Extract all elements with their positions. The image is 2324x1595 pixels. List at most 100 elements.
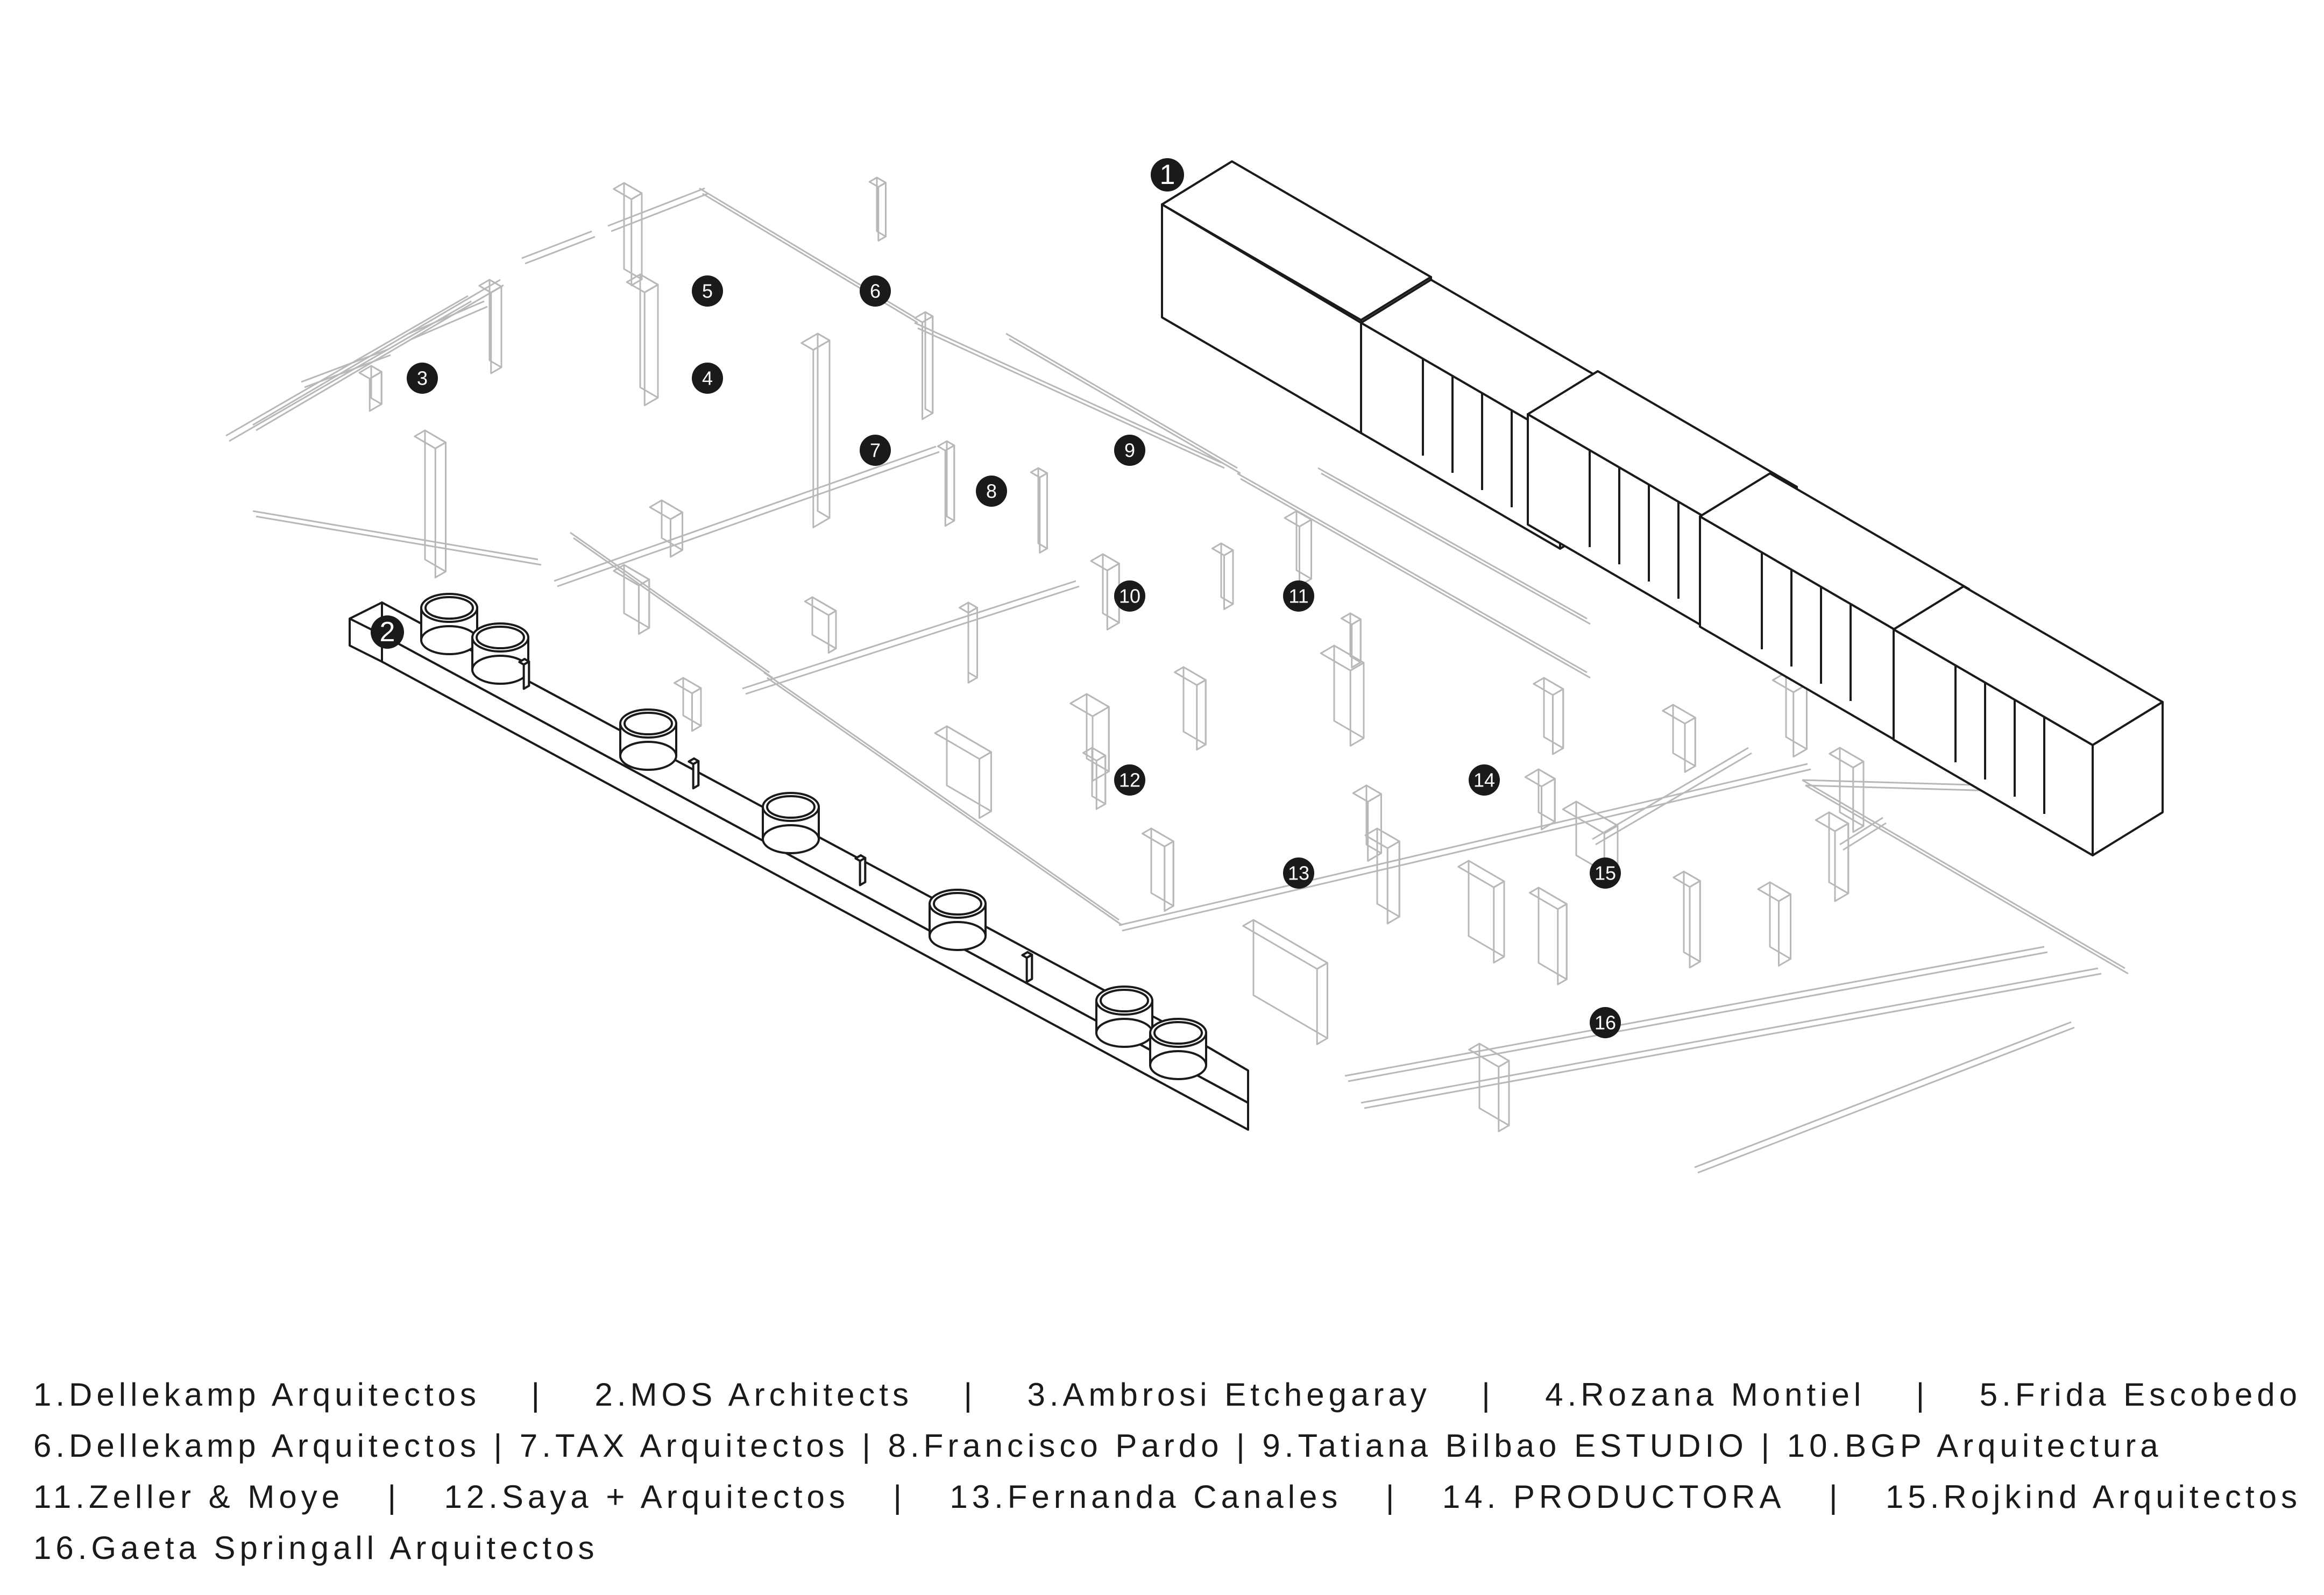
context-wall [1802,779,1991,786]
marker-14: 14 [1469,764,1500,796]
legend: 1.Dellekamp Arquitectos | 2.MOS Architec… [33,1369,2301,1573]
wall-face [1769,881,1791,960]
marker-dot [1590,1007,1621,1038]
context-wall [554,445,937,582]
wall-face [1025,953,1033,983]
context-wall [1317,467,1588,620]
cylinder-rim [476,626,525,649]
wall-face [522,660,530,690]
box-module [518,658,530,690]
context-building [1533,677,1564,755]
marker-dot [1283,857,1314,889]
legend-entry-15: 15.Rojkind Arquitectos [1885,1479,2301,1515]
wall-face [859,856,867,887]
legend-separator: | [387,1479,401,1515]
marker-7: 7 [860,435,891,466]
wall-face [1039,472,1048,554]
roof-face [1457,860,1505,889]
wall-face [623,564,650,629]
marker-label: 12 [1119,769,1140,791]
wall-face [1493,880,1505,964]
context-wall [1805,784,2129,975]
roof-face [914,311,934,323]
legend-entry-3: 3.Ambrosi Etchegaray [1027,1377,1431,1413]
marker-dot [1114,580,1145,612]
marker-4: 4 [692,363,723,394]
context-building [1673,870,1701,969]
roof-face [1082,747,1107,762]
marker-label: 6 [870,280,881,302]
wall-face [490,286,502,374]
context-wall [1321,472,1591,625]
legend-entry-11: 11.Zeller & Moye [33,1479,344,1515]
context-wall [225,295,469,437]
legend-separator: | [1916,1377,1929,1413]
context-building [1529,887,1568,986]
marker-dot [692,275,723,307]
context-building [1211,542,1234,610]
context-wall [252,510,539,561]
context-building [1341,612,1362,669]
marker-12: 12 [1114,764,1145,796]
context-wall [917,327,1225,469]
context-building [478,279,502,374]
roof-face [1533,677,1564,696]
marker-dot [1590,857,1621,889]
roof-face [1829,747,1865,769]
legend-entry-13: 13.Fernanda Canales [950,1479,1342,1515]
context-wall [570,531,770,674]
roof-face [868,176,887,188]
context-building [1524,768,1556,831]
legend-entry-5: 5.Frida Escobedo [1979,1377,2301,1413]
context-wall [1805,784,1994,792]
roof-face [1341,612,1362,626]
roof-face [1242,919,1328,970]
context-building [800,332,831,528]
roof-face [414,429,447,450]
context-building [1364,827,1400,925]
context-building [1142,827,1174,912]
legend-separator: | [893,1479,906,1515]
wall-face [1689,880,1701,969]
roof-face [1069,693,1110,718]
cylinder-base [471,655,529,685]
wall-face [639,273,659,399]
context-wall [256,284,504,431]
cylinder-rim [1100,989,1149,1012]
wall-face [1316,962,1328,1045]
marker-9: 9 [1114,435,1145,466]
roof-face [1757,881,1791,902]
roof-face [1090,553,1120,571]
context-building [804,596,837,654]
marker-label: 13 [1288,862,1309,884]
cylinder-base [619,741,677,771]
context-building [613,564,650,635]
marker-dot [860,275,891,307]
roof-face [1284,510,1312,528]
cylinder-base [1149,1050,1207,1080]
plinth-edge [349,601,382,620]
marker-13: 13 [1283,857,1314,889]
building-2 [349,593,1249,1131]
context-wall [1361,967,2099,1104]
legend-entry-12: 12.Saya + Arquitectos [444,1479,849,1515]
context-wall [1843,822,1887,851]
cylinder-base [762,824,820,854]
context-wall [1694,1021,2072,1168]
marker-label: 3 [417,367,428,389]
end-wall [1161,203,1362,434]
context-wall [1348,951,2048,1082]
roof-face [800,332,831,351]
marker-label: 8 [986,480,997,502]
cylinder-rim [1153,1021,1203,1045]
marker-label: 1 [1160,159,1175,190]
context-wall [525,236,596,265]
roof-face [1021,951,1033,959]
roof-face [937,440,955,452]
roof-face [478,279,502,294]
context-building [1757,881,1791,967]
legend-separator: | [1385,1479,1399,1515]
marker-label: 11 [1288,585,1308,607]
